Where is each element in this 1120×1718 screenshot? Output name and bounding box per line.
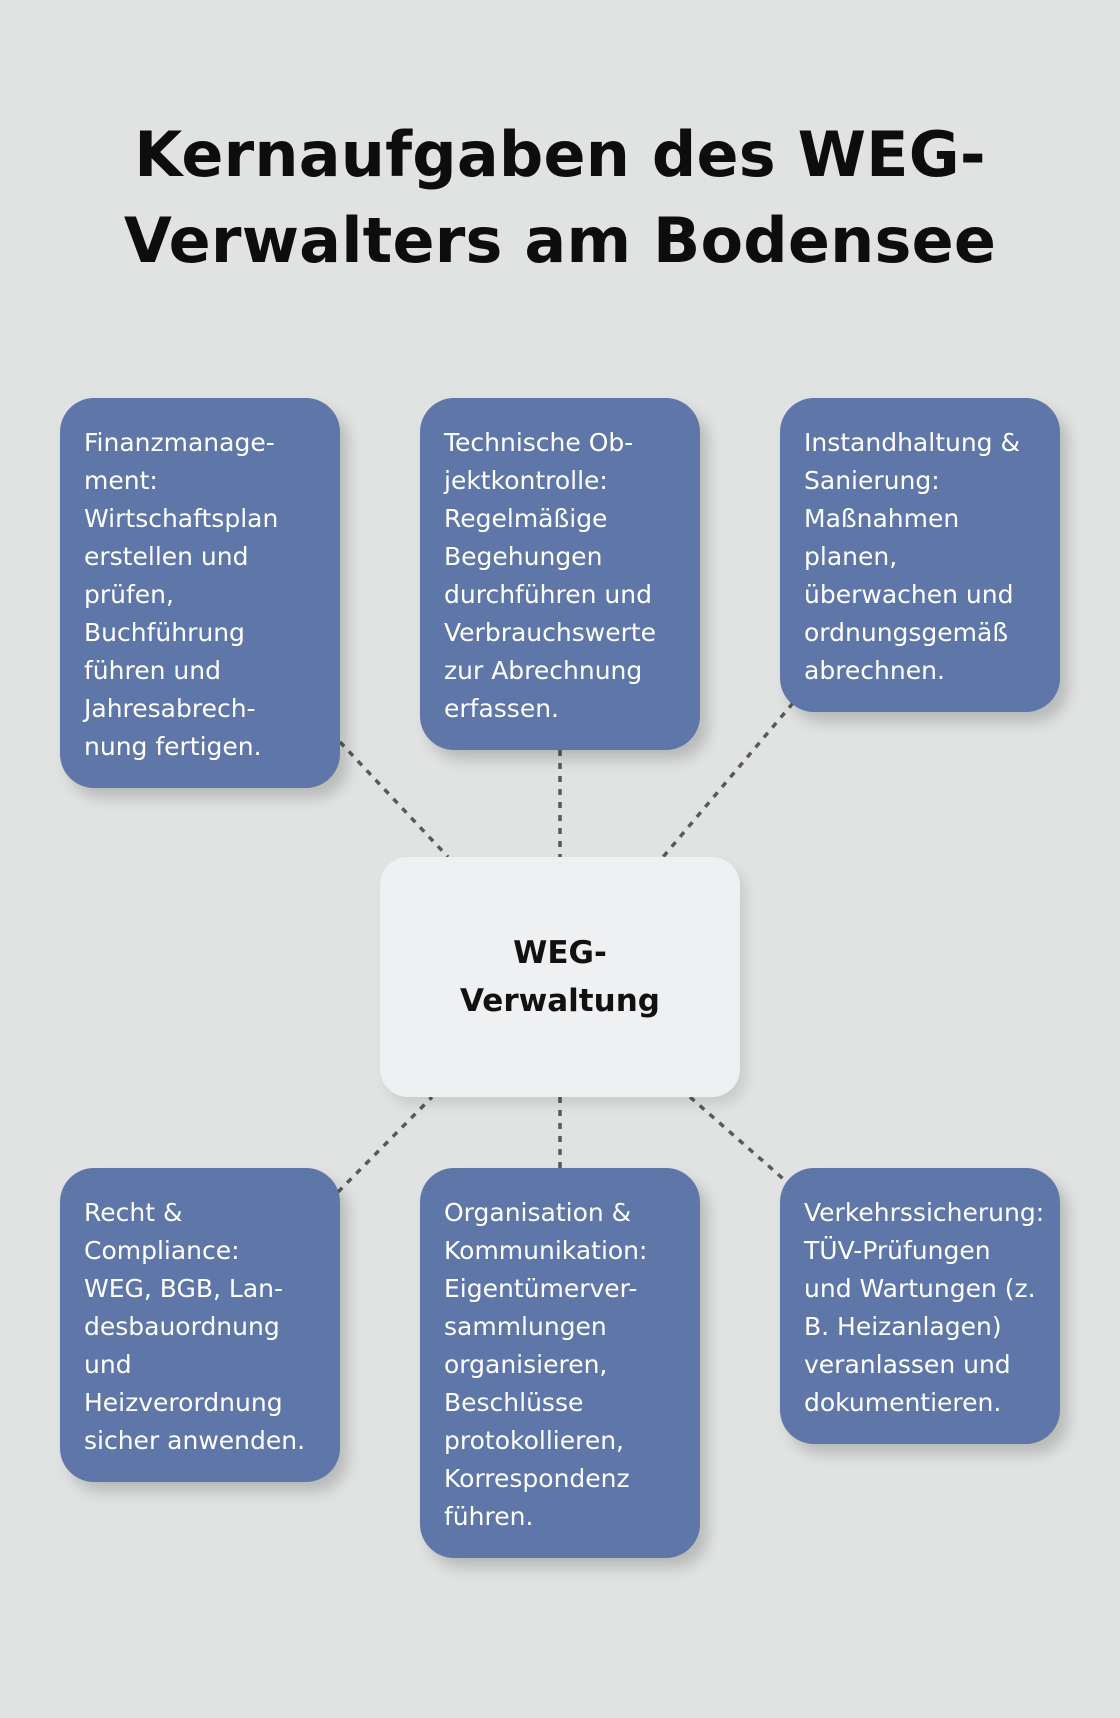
connector-line-finance xyxy=(338,740,450,859)
center-node: WEG- Verwaltung xyxy=(380,857,740,1097)
page-title: Kernaufgaben des WEG- Verwalters am Bode… xyxy=(123,118,997,277)
task-node-organisation: Organisation & Kommunikation: Eigentümer… xyxy=(420,1168,700,1558)
connector-line-safety xyxy=(688,1095,790,1185)
task-node-maintenance: Instandhaltung & Sanierung: Maßnahmen pl… xyxy=(780,398,1060,712)
task-node-finance: Finanzmanage- ment: Wirtschaftsplan erst… xyxy=(60,398,340,788)
task-node-technical-control: Technische Ob- jektkontrolle: Regelmäßig… xyxy=(420,398,700,750)
task-node-legal-compliance: Recht & Compliance: WEG, BGB, Lan- desba… xyxy=(60,1168,340,1482)
task-node-traffic-safety: Verkehrssicherung: TÜV-Prüfungen und War… xyxy=(780,1168,1060,1444)
connector-line-legal xyxy=(336,1095,434,1194)
